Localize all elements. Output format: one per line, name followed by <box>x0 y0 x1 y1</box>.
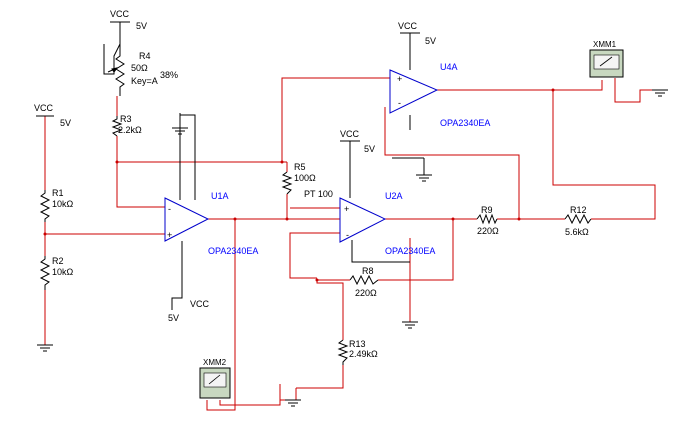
xmm2-label: XMM2 <box>203 358 227 367</box>
r4-value: 50Ω <box>131 63 148 73</box>
resistor-r12-body <box>564 213 592 225</box>
u1-plus-pin: + <box>167 230 172 240</box>
resistor-r8-body <box>349 274 379 286</box>
labels: VCC 5V VCC 5V VCC 5V VCC 5V VCC 5V R4 50… <box>34 9 589 359</box>
vcc-u1neg-name: VCC <box>190 299 210 309</box>
vcc-left-volt: 5V <box>60 118 71 128</box>
r5-pt100: PT 100 <box>304 189 333 199</box>
r13-name: R13 <box>349 339 366 349</box>
r4-percent: 38% <box>160 70 178 80</box>
r4-name: R4 <box>139 51 151 61</box>
opamp-u2[interactable]: + - <box>339 197 387 243</box>
u1-part: OPA2340EA <box>208 246 258 256</box>
r8-value: 220Ω <box>355 288 377 298</box>
r2-value: 10kΩ <box>52 267 74 277</box>
r3-name: R3 <box>120 114 132 124</box>
u2-name: U2A <box>385 191 403 201</box>
u1-minus-pin: - <box>168 204 171 214</box>
u4-name: U4A <box>440 62 458 72</box>
resistor-r13-body <box>337 339 349 365</box>
r9-name: R9 <box>481 205 493 215</box>
resistor-r1-body <box>39 190 51 222</box>
supply-wiring <box>36 21 425 310</box>
r12-name: R12 <box>570 205 587 215</box>
vcc-top-name: VCC <box>110 9 130 19</box>
vcc-top-volt: 5V <box>136 21 147 31</box>
resistor-r9-body <box>476 213 498 225</box>
u4-plus-pin: + <box>397 74 402 84</box>
r4-key: Key=A <box>131 76 158 86</box>
r12-value: 5.6kΩ <box>565 227 589 237</box>
u1-name: U1A <box>211 191 229 201</box>
ground-icon <box>416 174 432 182</box>
r1-value: 10kΩ <box>52 199 74 209</box>
xmm1-label: XMM1 <box>593 40 617 49</box>
vcc-u2-volt: 5V <box>364 144 375 154</box>
vcc-left-name: VCC <box>34 103 54 113</box>
r3-value: 2.2kΩ <box>118 125 142 135</box>
resistor-r3-body <box>111 116 123 137</box>
u2-part: OPA2340EA <box>385 246 435 256</box>
junction-dots <box>43 88 555 282</box>
multimeter-xmm1[interactable]: XMM1 <box>589 40 624 78</box>
vcc-u4-name: VCC <box>398 21 418 31</box>
resistor-bodies <box>39 44 592 365</box>
ground-icon <box>172 127 188 135</box>
u4-minus-pin: - <box>398 98 401 108</box>
ground-icon <box>652 89 668 97</box>
r5-value: 100Ω <box>294 173 316 183</box>
r13-value: 2.49kΩ <box>349 349 378 359</box>
r2-name: R2 <box>52 256 64 266</box>
ground-icon <box>402 321 418 329</box>
resistor-r2-body <box>39 256 51 290</box>
u2-minus-pin: - <box>346 230 349 240</box>
resistor-r4-body <box>115 44 125 96</box>
r1-name: R1 <box>52 188 64 198</box>
ground-symbols <box>37 89 668 407</box>
r8-name: R8 <box>362 266 374 276</box>
u2-plus-pin: + <box>344 204 349 214</box>
multimeter-xmm2[interactable]: XMM2 <box>199 358 231 399</box>
vcc-u2-name: VCC <box>340 129 360 139</box>
r9-value: 220Ω <box>477 226 499 236</box>
wires <box>44 77 660 411</box>
vcc-u1neg-volt: 5V <box>168 313 179 323</box>
ground-icon <box>285 399 301 407</box>
ground-icon <box>37 344 53 352</box>
opamp-u1[interactable]: - + <box>164 197 210 242</box>
opamp-u4[interactable]: + - <box>389 69 439 114</box>
resistor-r5-body <box>281 171 293 195</box>
r5-name: R5 <box>294 162 306 172</box>
u4-part: OPA2340EA <box>440 118 490 128</box>
vcc-u4-volt: 5V <box>425 36 436 46</box>
